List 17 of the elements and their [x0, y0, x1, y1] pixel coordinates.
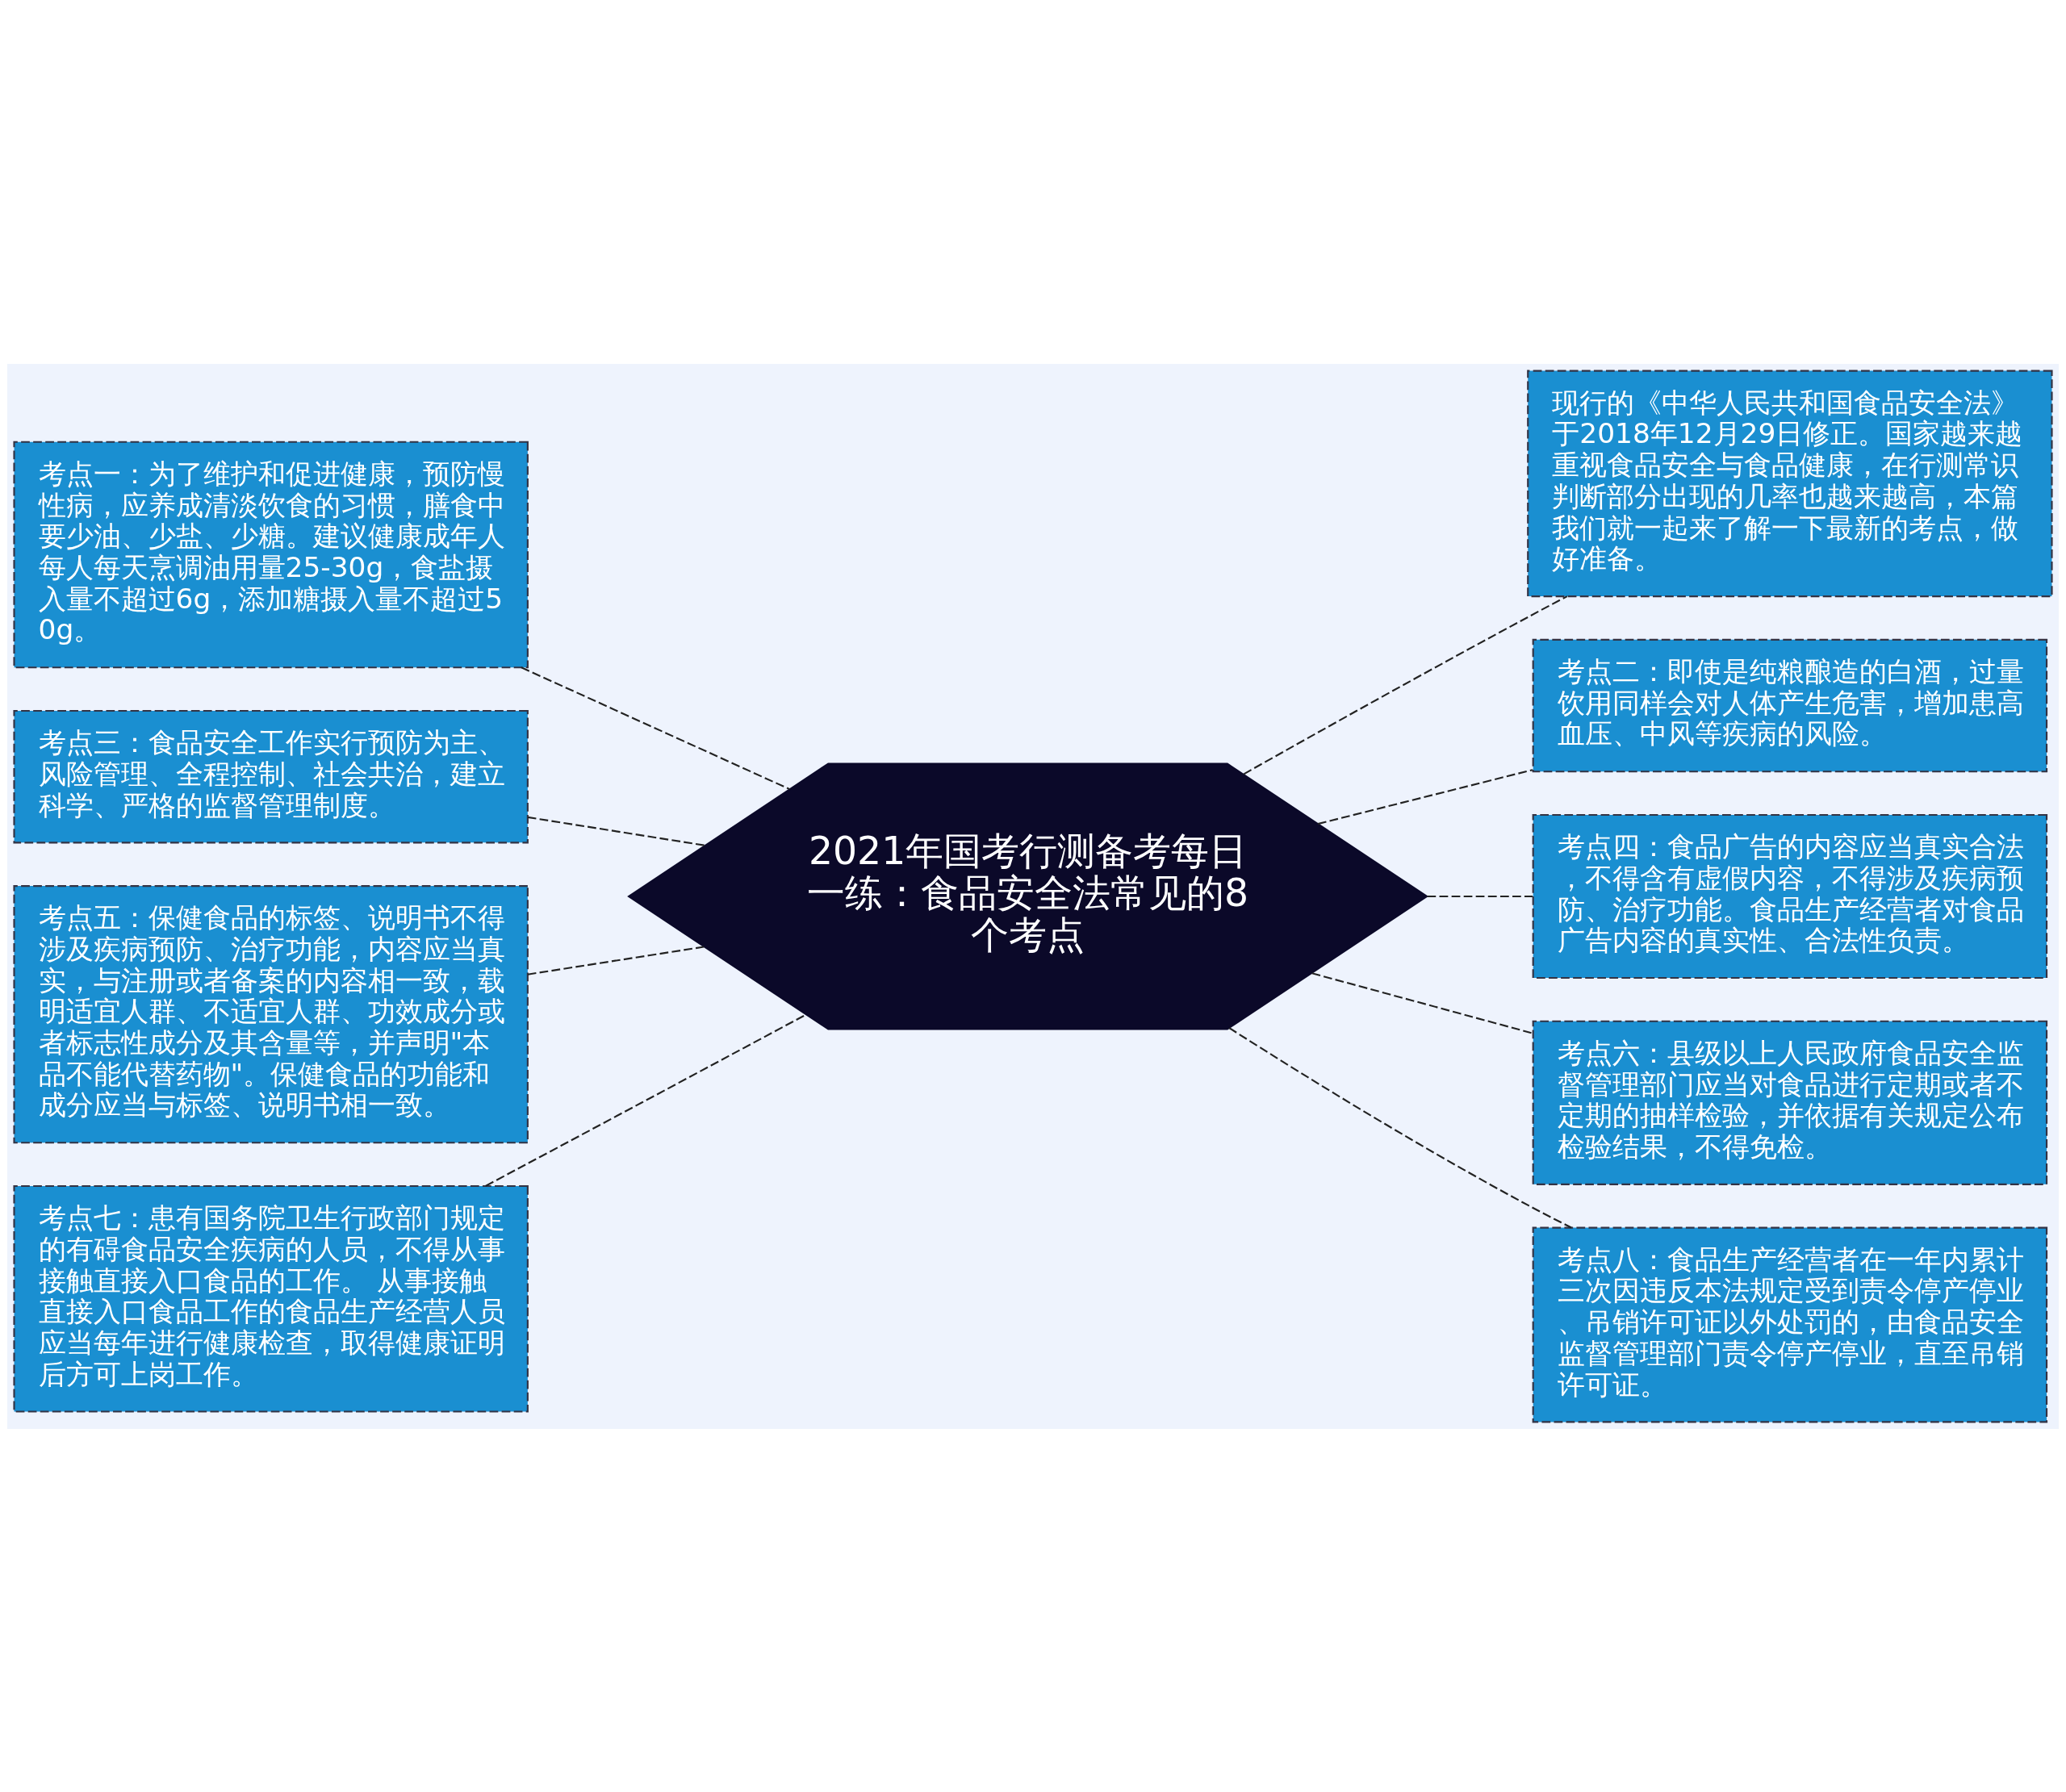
node-box: 考点六：县级以上人民政府食品安全监督管理部门应当对食品进行定期或者不定期的抽样检验，并依据有关规定公布检验结果，不得免检。: [1532, 1020, 2048, 1185]
node-box: 考点七：患有国务院卫生行政部门规定的有碍食品安全疾病的人员，不得从事接触直接入口食品的工作。 从事接触直接入口食品工作的食品生产经营人员应当每年进行健康检查，取得健康证明后方可上岗工作。: [13, 1184, 529, 1413]
connector: [521, 666, 790, 790]
node-box: 考点二：即使是纯粮酿造的白酒，过量饮用同样会对人体产生危害，增加患高血压、中风等疾病的风险。: [1532, 638, 2048, 772]
connector: [1427, 895, 1533, 897]
node-box: 考点五：保健食品的标签、说明书不得涉及疾病预防、治疗功能，内容应当真实，与注册或者备案的内容相一致，载明适宜人群、不适宜人群、功效成分或者标志性成分及其含量等，并声明"本品不能代替药物"。保健食品的功能和成分应当与标签、说明书相一致。: [13, 884, 529, 1143]
connector: [1311, 971, 1533, 1034]
node-box: 考点一：为了维护和促进健康，预防慢性病，应养成清淡饮食的习惯，膳食中要少油、少盐、少糖。建议健康成年人每人每天烹调油用量25-30g，食盐摄入量不超过6g，添加糖摄入量不超过50g。: [13, 441, 529, 668]
node-box: 考点八：食品生产经营者在一年内累计三次因违反本法规定受到责令停产停业、吊销许可证以外处罚的，由食品安全监督管理部门责令停产停业，直至吊销许可证。: [1532, 1226, 2048, 1422]
node-box: 考点四：食品广告的内容应当真实合法，不得含有虚假内容，不得涉及疾病预防、治疗功能。食品生产经营者对食品广告内容的真实性、合法性负责。: [1532, 813, 2048, 979]
connector: [1228, 1026, 1572, 1228]
connector: [527, 945, 705, 975]
connector: [1243, 595, 1568, 775]
connector: [527, 816, 705, 846]
node-box: 考点三：食品安全工作实行预防为主、风险管理、全程控制、社会共治，建立科学、严格的监督管理制度。: [13, 709, 529, 843]
node-box: 现行的《中华人民共和国食品安全法》于2018年12月29日修正。国家越来越重视食品安全与食品健康，在行测常识判断部分出现的几率也越来越高，本篇我们就一起来了解一下最新的考点，做好准备。: [1527, 370, 2053, 597]
connector: [1317, 768, 1533, 825]
